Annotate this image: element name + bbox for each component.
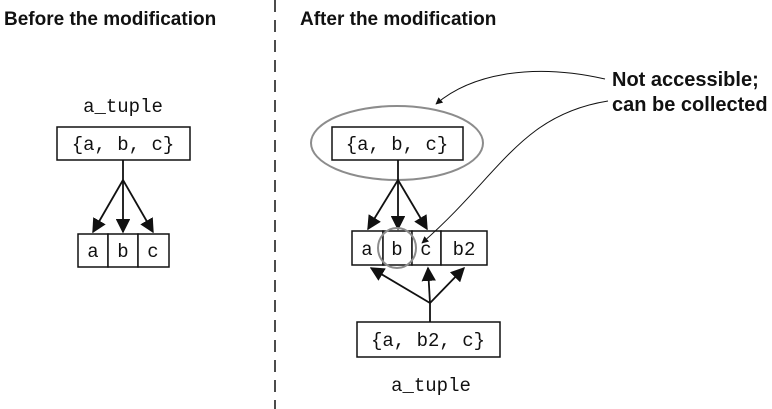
before-panel: a_tuple {a, b, c} a b c <box>56 96 191 268</box>
before-variable-label: a_tuple <box>83 96 163 118</box>
callout-leader-to-old-tuple <box>435 70 606 105</box>
old-tuple-box <box>331 126 464 161</box>
after-variable-label: a_tuple <box>391 375 471 397</box>
new-arrow-a <box>369 267 431 304</box>
before-heading: Before the modification <box>4 9 216 30</box>
callout: Not accessible; can be collected <box>421 69 768 244</box>
before-cell-b-label: b <box>117 241 128 263</box>
before-cell-c <box>137 233 170 268</box>
before-tuple-label: {a, b, c} <box>72 134 175 156</box>
new-tuple-box <box>356 321 501 358</box>
callout-line-2: can be collected <box>612 94 768 116</box>
callout-line-1: Not accessible; <box>612 69 759 91</box>
after-cell-b-label: b <box>391 239 402 261</box>
after-cell-b <box>382 230 413 266</box>
callout-leader-to-orphan-b <box>421 100 609 244</box>
before-cell-a-label: a <box>87 241 98 263</box>
after-cell-a-label: a <box>361 239 372 261</box>
after-cell-c-label: c <box>420 239 431 261</box>
old-arrow-c <box>397 179 428 231</box>
old-arrow-a <box>367 179 399 231</box>
before-arrow-a <box>92 179 124 234</box>
new-tuple-label: {a, b2, c} <box>371 330 485 352</box>
before-arrow-c <box>122 179 154 234</box>
new-arrow-b2 <box>429 266 466 304</box>
after-heading: After the modification <box>300 9 496 30</box>
after-cell-b2 <box>440 230 488 266</box>
before-cell-a <box>77 233 109 268</box>
before-cell-c-label: c <box>147 241 158 263</box>
before-cell-b <box>107 233 139 268</box>
orphan-b-highlight-ring <box>377 227 417 269</box>
old-tuple-label: {a, b, c} <box>346 134 449 156</box>
new-arrow-c <box>421 266 436 304</box>
after-cell-b2-label: b2 <box>453 239 476 261</box>
after-panel: {a, b, c} a b c b2 {a, b2, c} a_tuple <box>310 105 501 397</box>
